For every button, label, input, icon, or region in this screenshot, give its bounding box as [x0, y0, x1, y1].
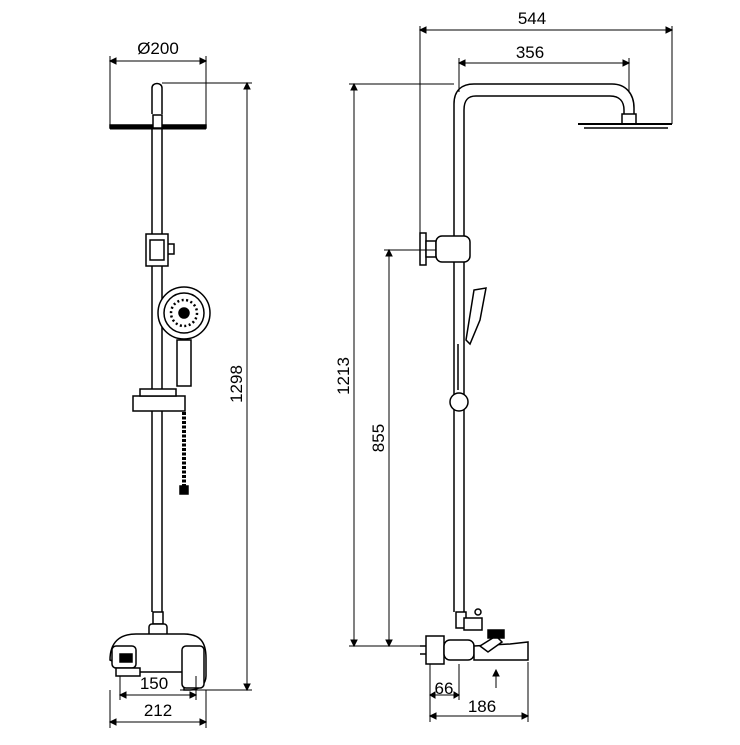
- front-height-label: 1298: [227, 365, 246, 403]
- front-hand-shower-handle: [176, 339, 192, 387]
- front-view: [108, 56, 252, 728]
- front-mixer-width-label: 212: [144, 701, 172, 720]
- front-riser-pipe: [151, 82, 163, 612]
- front-hand-shower-head: [157, 286, 211, 340]
- side-rain-head: [578, 123, 672, 129]
- side-riser-and-arm: [453, 83, 637, 612]
- front-hose: [179, 412, 189, 495]
- side-dimension-lines: [349, 26, 674, 722]
- side-diverter: [455, 608, 483, 631]
- side-spout-reach-label: 186: [468, 697, 496, 716]
- front-inlet-spacing-label: 150: [140, 674, 168, 693]
- front-diameter-label: Ø200: [137, 39, 179, 58]
- side-total-reach-label: 544: [518, 9, 546, 28]
- front-upper-bracket: [145, 233, 175, 267]
- side-hand-shower: [449, 287, 487, 412]
- side-bracket-height-label: 855: [369, 424, 388, 452]
- side-arm-reach-label: 356: [516, 43, 544, 62]
- front-slide-holder: [132, 388, 186, 412]
- side-mixer-body: [420, 629, 529, 665]
- side-total-height-label: 1213: [334, 357, 353, 395]
- front-rain-head: [109, 114, 207, 130]
- side-view: [349, 26, 674, 722]
- front-dimension-lines: [108, 56, 252, 728]
- side-wall-bracket: [419, 232, 471, 266]
- side-wall-offset-label: 66: [435, 679, 454, 698]
